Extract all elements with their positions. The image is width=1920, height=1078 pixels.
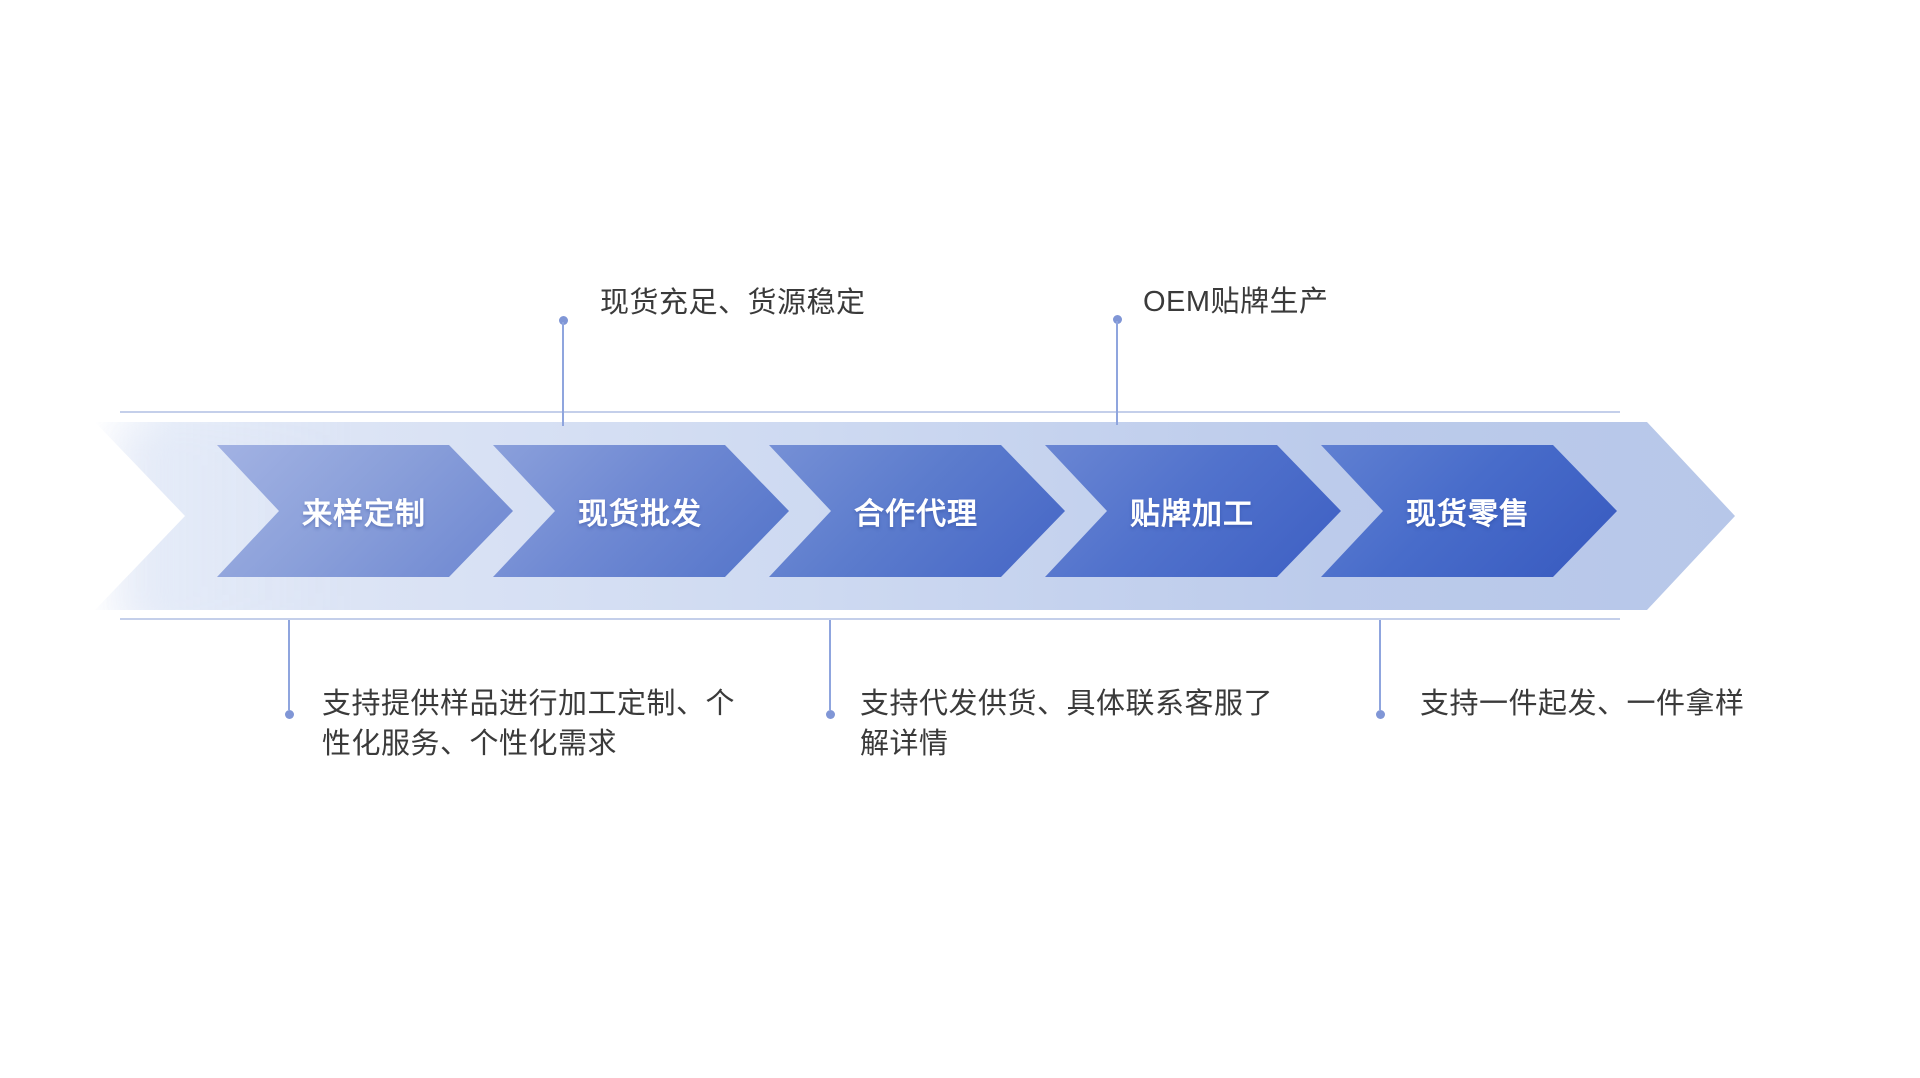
bottom-annotation-3-text: 支持一件起发、一件拿样 <box>1420 684 1745 724</box>
bottom-annotation-2-line-2: 解详情 <box>860 728 949 760</box>
connector-dot <box>826 710 835 719</box>
connector-line <box>562 322 564 426</box>
connector-dot <box>559 316 568 325</box>
band-bottom-hairline <box>120 618 1620 620</box>
bottom-annotation-1-text: 支持提供样品进行加工定制、个 性化服务、个性化需求 <box>322 684 735 764</box>
connector-line <box>829 620 831 710</box>
bottom-annotation-1-line-2: 性化服务、个性化需求 <box>322 728 618 760</box>
top-annotation-2-text: OEM贴牌生产 <box>1143 286 1329 318</box>
bottom-annotation-2-line-1: 支持代发供货、具体联系客服了 <box>860 688 1274 720</box>
connector-dot <box>1376 710 1385 719</box>
band-top-hairline <box>120 411 1620 413</box>
bottom-annotation-2-text: 支持代发供货、具体联系客服了 解详情 <box>860 684 1273 764</box>
chevron-step-4-label: 贴牌加工 <box>1130 498 1254 531</box>
connector-line <box>288 620 290 710</box>
connector-line <box>1379 620 1381 710</box>
chevron-step-3-label: 合作代理 <box>854 498 978 531</box>
bottom-annotation-1-line-1: 支持提供样品进行加工定制、个 <box>322 688 736 720</box>
chevron-step-5-label: 现货零售 <box>1406 498 1530 531</box>
top-annotation-1-text: 现货充足、货源稳定 <box>600 287 866 319</box>
bottom-annotation-3-line-1: 支持一件起发、一件拿样 <box>1420 688 1745 720</box>
chevron-step-1-label: 来样定制 <box>302 498 426 531</box>
chevron-step-2-label: 现货批发 <box>578 498 702 531</box>
connector-line <box>1116 321 1118 425</box>
chevron-step-2: 现货批发 <box>493 445 789 577</box>
connector-dot <box>1113 315 1122 324</box>
connector-dot <box>285 710 294 719</box>
